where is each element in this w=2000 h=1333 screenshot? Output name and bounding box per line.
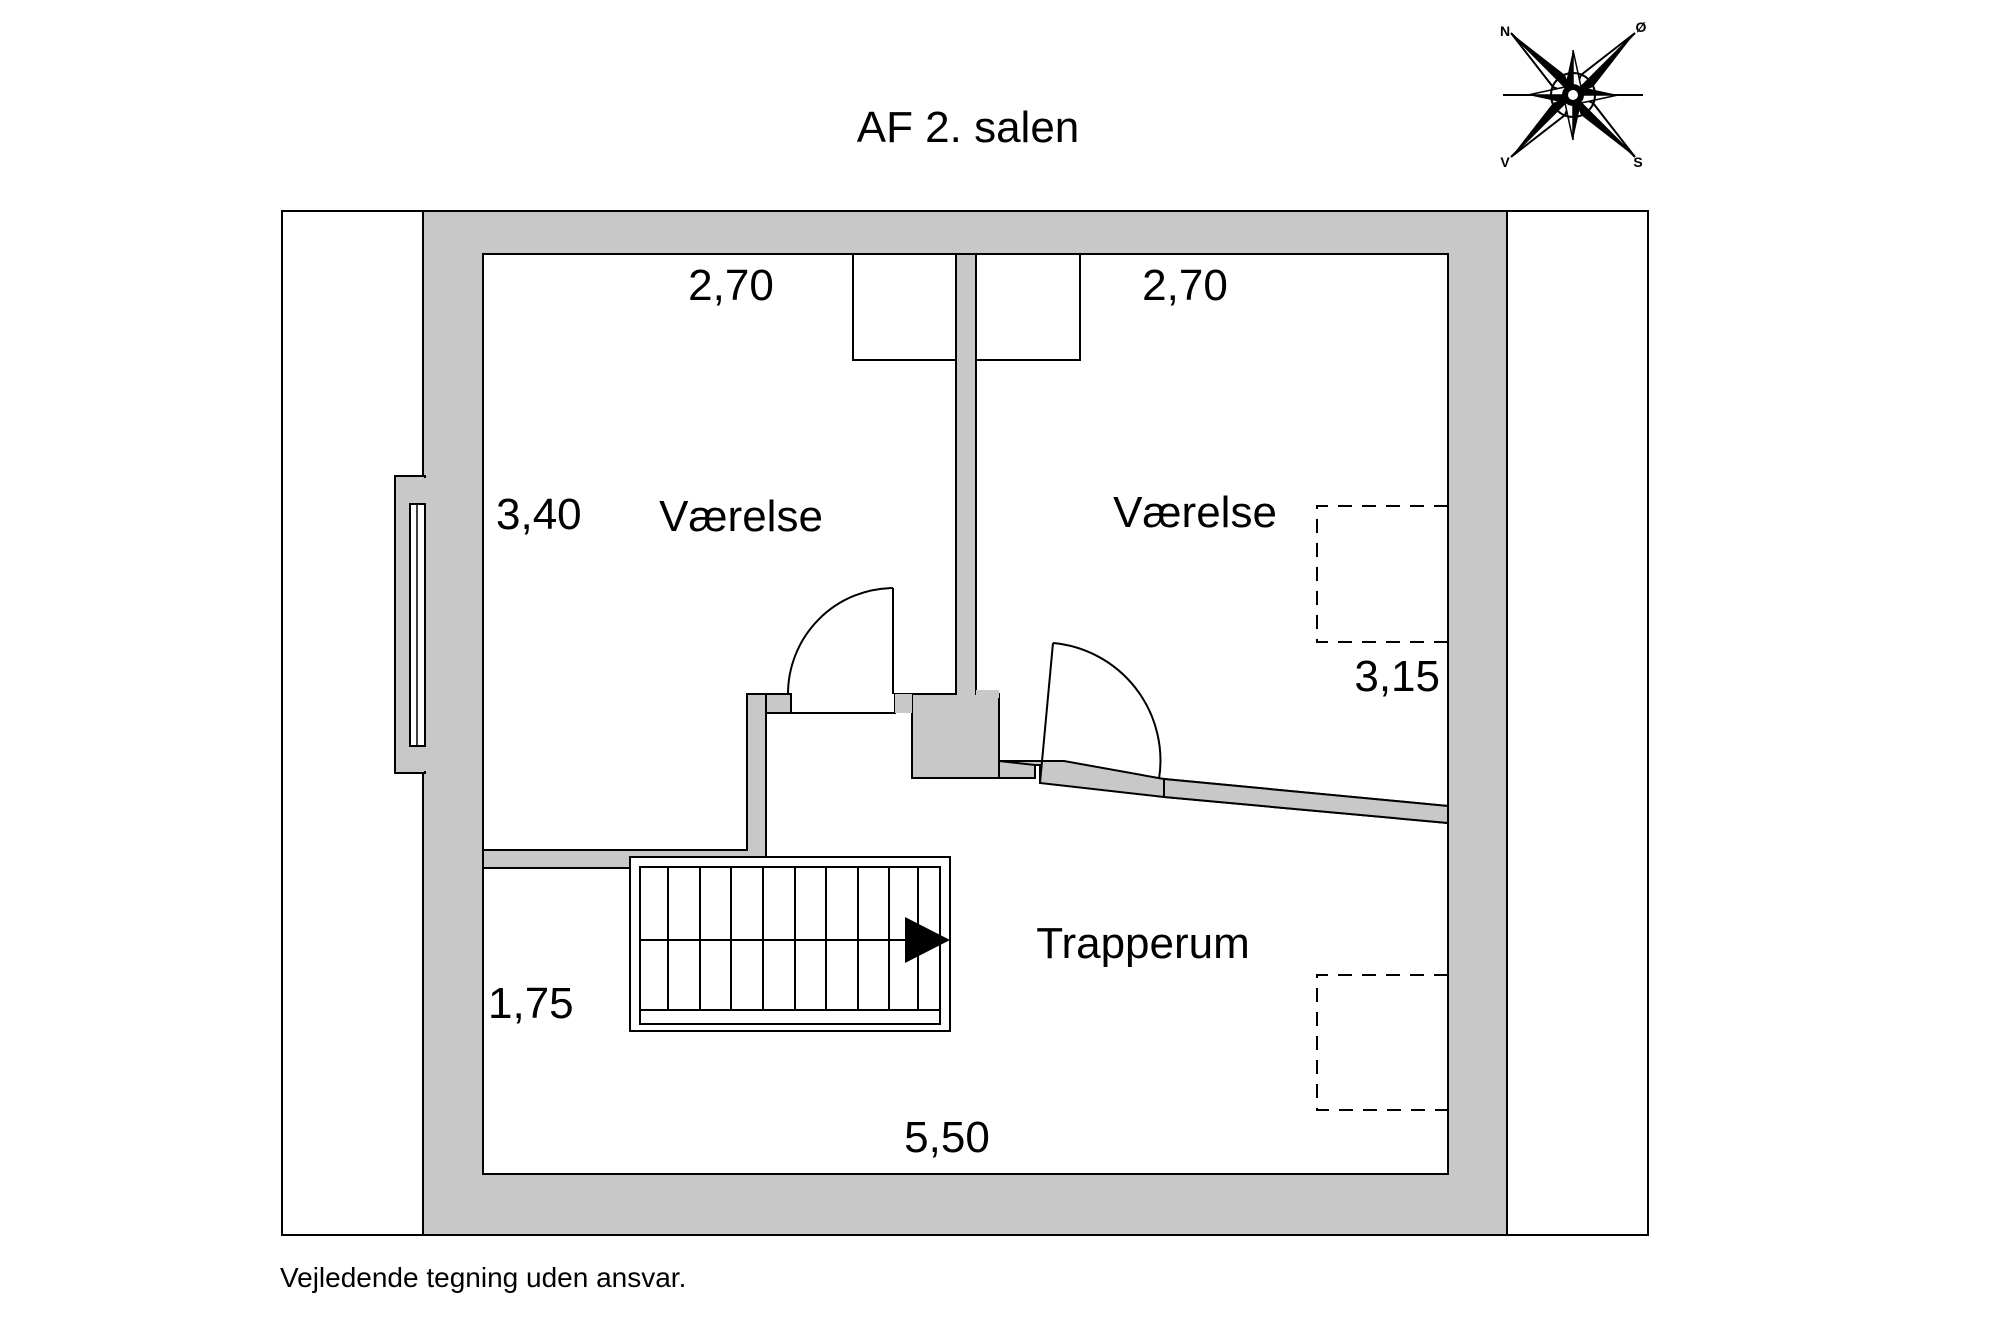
dim-left-room-width: 2,70 bbox=[688, 261, 774, 310]
room-left-label: Værelse bbox=[659, 492, 823, 541]
door-right bbox=[1039, 642, 1162, 784]
stair-room-label: Trapperum bbox=[1036, 919, 1250, 968]
dim-right-room-depth: 3,15 bbox=[1354, 652, 1440, 701]
door-jamb-wall bbox=[998, 759, 1036, 779]
floor-title: AF 2. salen bbox=[857, 103, 1080, 152]
staircase bbox=[629, 856, 951, 1032]
disclaimer: Vejledende tegning uden ansvar. bbox=[280, 1262, 686, 1293]
compass-s: S bbox=[1633, 154, 1642, 170]
dashed-outline-lower bbox=[1316, 974, 1448, 1111]
compass-e: Ø bbox=[1636, 19, 1647, 35]
closet-left bbox=[852, 253, 957, 361]
dim-stair-room-depth: 1,75 bbox=[488, 979, 574, 1028]
compass-w: V bbox=[1500, 154, 1510, 170]
dashed-outline-upper bbox=[1316, 505, 1448, 643]
closet-right bbox=[975, 253, 1081, 361]
dim-right-room-width: 2,70 bbox=[1142, 261, 1228, 310]
stair-direction-arrow-icon bbox=[905, 917, 950, 963]
partition-wall bbox=[1163, 777, 1449, 825]
dim-left-room-depth: 3,40 bbox=[496, 490, 582, 539]
compass-n: N bbox=[1500, 23, 1510, 39]
interior-wall bbox=[955, 253, 977, 695]
door-left bbox=[787, 587, 894, 695]
compass-rose-icon: N Ø S V bbox=[1500, 19, 1647, 170]
room-right-label: Værelse bbox=[1113, 488, 1277, 537]
dim-stair-room-width: 5,50 bbox=[904, 1113, 990, 1162]
window bbox=[409, 503, 426, 747]
